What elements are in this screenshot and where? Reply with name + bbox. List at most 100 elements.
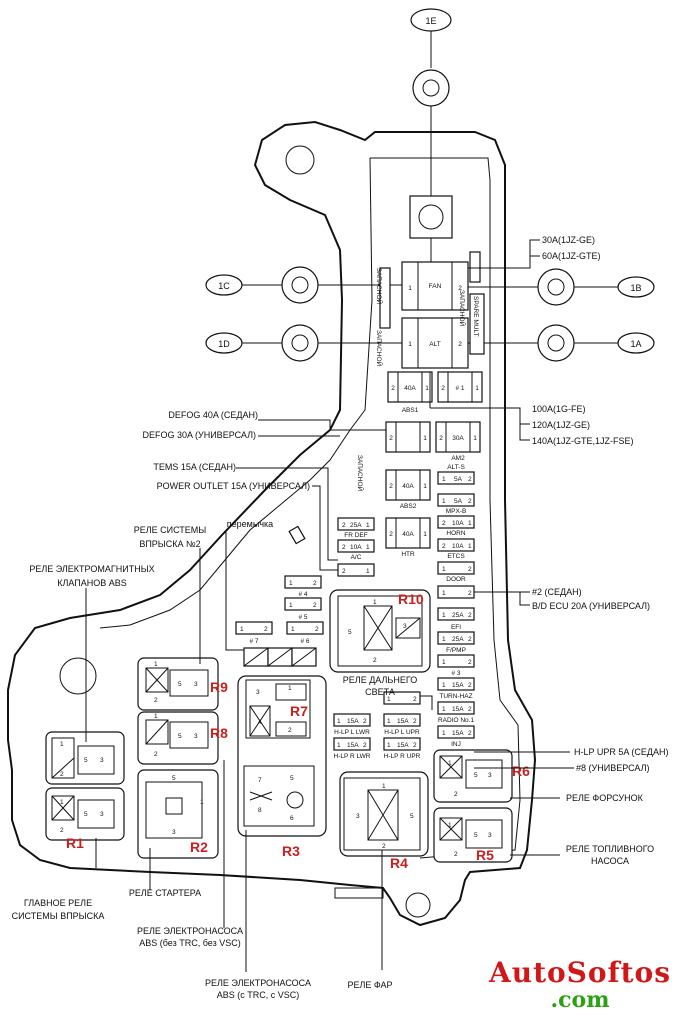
fuse-box-outline <box>7 120 537 927</box>
svg-text:1: 1 <box>291 626 295 633</box>
mount-hole-top <box>285 145 315 175</box>
svg-text:A/C: A/C <box>351 554 362 561</box>
svg-text:2: 2 <box>342 568 346 575</box>
svg-text:2: 2 <box>413 696 417 703</box>
svg-text:1: 1 <box>442 730 446 737</box>
svg-text:2: 2 <box>439 435 443 442</box>
svg-text:5: 5 <box>474 832 478 839</box>
watermark-line-1: AutoSoftos <box>488 956 671 989</box>
relay-id-r1: R1 <box>66 835 84 851</box>
svg-text:2: 2 <box>373 657 377 664</box>
starter-relay-label: РЕЛЕ СТАРТЕРА <box>129 888 201 898</box>
svg-text:ALT: ALT <box>429 341 440 348</box>
spare-label-1: ЗАПАСНОЙ <box>375 268 384 304</box>
svg-text:2: 2 <box>264 626 268 633</box>
svg-text:1: 1 <box>408 341 412 348</box>
svg-text:8: 8 <box>258 807 262 814</box>
svg-text:# 6: # 6 <box>300 638 309 645</box>
svg-text:1: 1 <box>425 385 429 392</box>
svg-text:FAN: FAN <box>429 283 442 290</box>
svg-text:40A: 40A <box>402 483 414 490</box>
svg-text:# 3: # 3 <box>451 670 460 677</box>
svg-text:MPX-B: MPX-B <box>446 508 467 515</box>
svg-text:2: 2 <box>468 682 472 689</box>
tems-label: TEMS 15A (СЕДАН) <box>153 462 236 472</box>
terminal-1b: 1B <box>468 268 655 306</box>
svg-text:5: 5 <box>178 733 182 740</box>
svg-text:EFI: EFI <box>451 624 461 631</box>
svg-text:15A: 15A <box>452 730 464 737</box>
abs1-fuse: 2 40A 1 ABS1 <box>387 371 433 414</box>
svg-text:TURN-HAZ: TURN-HAZ <box>439 693 472 700</box>
svg-text:5A: 5A <box>454 476 463 483</box>
htr-fuse: 2 40A 1 HTR <box>385 517 431 558</box>
spare-slot-2 <box>469 251 481 283</box>
svg-text:2: 2 <box>60 827 64 834</box>
svg-text:H-LP L UPR: H-LP L UPR <box>384 729 420 736</box>
svg-text:# 5: # 5 <box>298 614 307 621</box>
relay-id-r4: R4 <box>390 855 408 871</box>
svg-text:1: 1 <box>60 799 64 806</box>
alt-rating-1: 100A(1G-FE) <box>532 404 586 414</box>
svg-text:25A: 25A <box>452 612 464 619</box>
svg-text:15A: 15A <box>452 706 464 713</box>
svg-text:2: 2 <box>154 751 158 758</box>
svg-text:2: 2 <box>389 483 393 490</box>
svg-text:2: 2 <box>413 742 417 749</box>
terminal-1c: 1C <box>205 266 402 304</box>
svg-text:40A: 40A <box>404 385 416 392</box>
terminal-1e: 1E <box>409 8 453 262</box>
svg-text:# 4: # 4 <box>298 591 307 598</box>
svg-text:HORN: HORN <box>446 530 465 537</box>
abs2-fuse: 2 40A 1 ABS2 <box>385 469 431 510</box>
svg-text:5: 5 <box>84 757 88 764</box>
svg-text:15A: 15A <box>347 742 359 749</box>
svg-text:2: 2 <box>389 435 393 442</box>
relay-id-r5: R5 <box>476 847 494 863</box>
alt-fusible-link: 1 ALT 2 <box>401 317 469 369</box>
wagon-8-label: #8 (УНИВЕРСАЛ) <box>576 763 650 773</box>
bottom-slot <box>334 887 384 899</box>
svg-text:2: 2 <box>468 636 472 643</box>
svg-text:2: 2 <box>458 341 462 348</box>
bdecu-label: B/D ECU 20A (УНИВЕРСАЛ) <box>532 601 650 611</box>
mount-hole-bottom <box>405 892 431 918</box>
svg-text:3: 3 <box>403 623 407 630</box>
svg-text:5: 5 <box>172 775 176 782</box>
spare-label-3: ЗАПАСНОЙ <box>458 290 467 326</box>
svg-text:2: 2 <box>442 543 446 550</box>
svg-text:1: 1 <box>387 742 391 749</box>
leader-lines <box>85 239 574 972</box>
svg-text:2: 2 <box>468 590 472 597</box>
svg-text:1C: 1C <box>218 281 230 291</box>
svg-text:1: 1 <box>154 713 158 720</box>
svg-text:1: 1 <box>337 742 341 749</box>
svg-text:2: 2 <box>315 626 319 633</box>
svg-text:10A: 10A <box>350 544 362 551</box>
svg-text:1: 1 <box>423 435 427 442</box>
svg-text:3: 3 <box>488 832 492 839</box>
svg-text:15A: 15A <box>397 718 409 725</box>
svg-text:2: 2 <box>60 771 64 778</box>
headlamp-relay-label: РЕЛЕ ФАР <box>347 980 392 990</box>
svg-text:1: 1 <box>200 799 204 806</box>
svg-text:2: 2 <box>468 706 472 713</box>
svg-text:3: 3 <box>256 689 260 696</box>
svg-text:ALT-S: ALT-S <box>447 464 465 471</box>
r2-relay: 5 1 3 <box>137 769 219 859</box>
svg-text:1: 1 <box>423 483 427 490</box>
svg-text:5A: 5A <box>454 498 463 505</box>
svg-text:1: 1 <box>442 590 446 597</box>
svg-text:2: 2 <box>288 727 292 734</box>
svg-text:1: 1 <box>442 566 446 573</box>
svg-text:1: 1 <box>154 661 158 668</box>
svg-text:5: 5 <box>178 681 182 688</box>
svg-text:2: 2 <box>468 730 472 737</box>
